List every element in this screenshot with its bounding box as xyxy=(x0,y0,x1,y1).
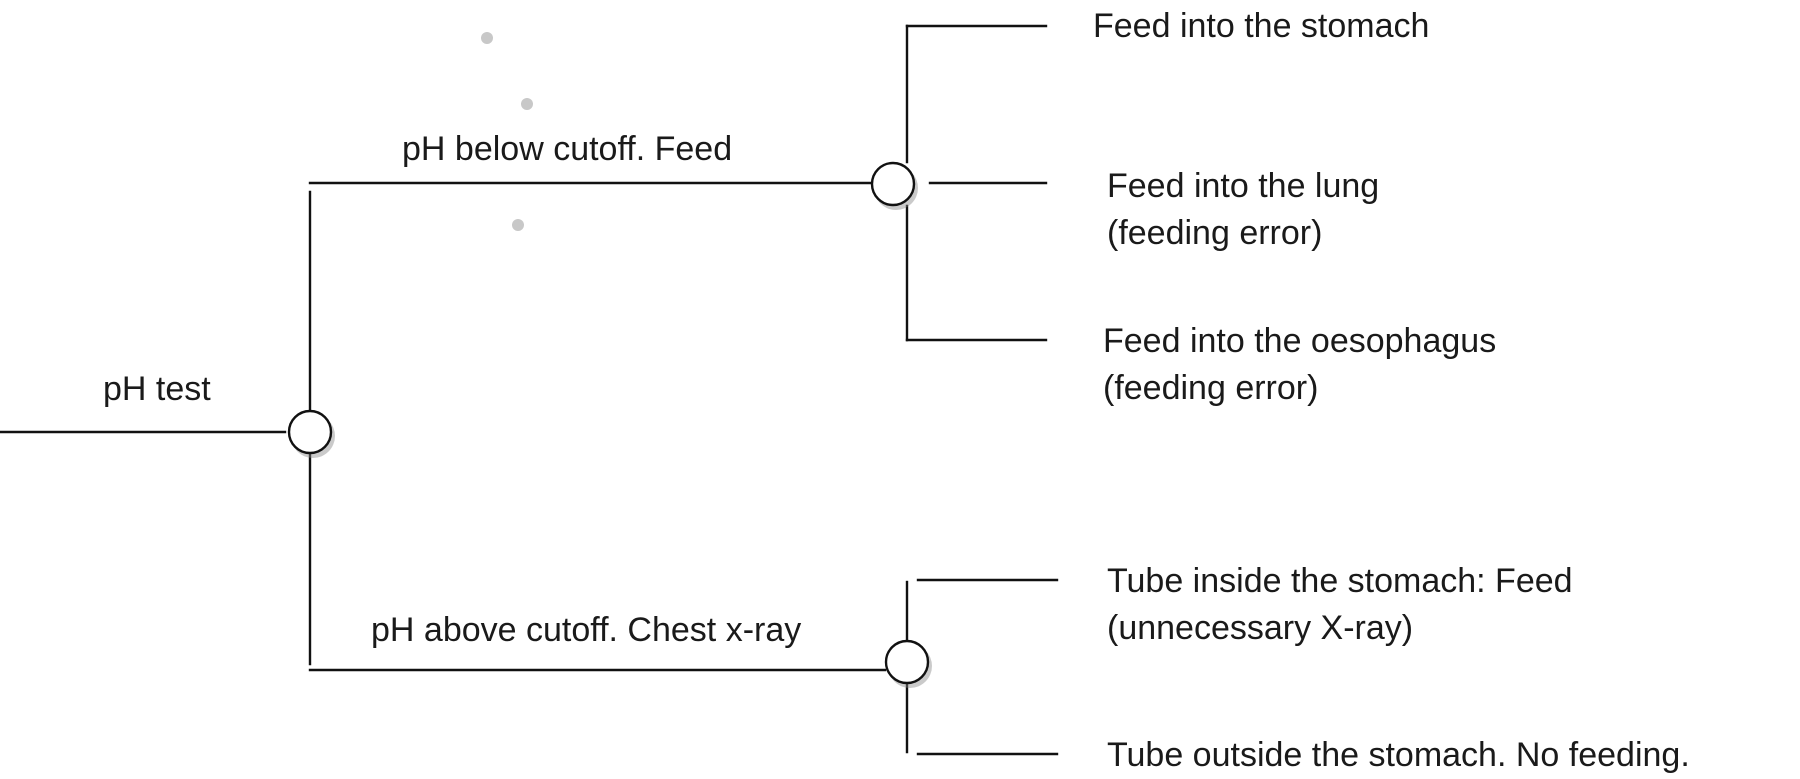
background-speck xyxy=(512,219,524,231)
outcome-stomach-line1: Feed into the stomach xyxy=(1093,7,1430,45)
outcome-stomach: Feed into the stomach xyxy=(1093,3,1429,50)
above-cutoff-text: pH above cutoff. Chest x-ray xyxy=(371,611,802,649)
root-branch-text: pH test xyxy=(103,370,211,408)
background-speck xyxy=(481,32,493,44)
root-branch-label: pH test xyxy=(103,366,211,413)
outcome-oesophagus: Feed into the oesophagus (feeding error) xyxy=(1103,318,1496,412)
outcome-lung: Feed into the lung (feeding error) xyxy=(1107,163,1379,257)
above-cutoff-label: pH above cutoff. Chest x-ray xyxy=(371,607,801,654)
outcome-lung-line2: (feeding error) xyxy=(1107,214,1323,252)
outcome-outside-stomach-line1: Tube outside the stomach. No feeding. xyxy=(1107,736,1690,774)
outcome-inside-stomach: Tube inside the stomach: Feed (unnecessa… xyxy=(1107,558,1573,652)
outcome-lung-line1: Feed into the lung xyxy=(1107,167,1380,205)
root-chance-node xyxy=(287,409,333,455)
outcome-oesophagus-line1: Feed into the oesophagus xyxy=(1103,322,1497,360)
outcome-inside-stomach-line1: Tube inside the stomach: Feed xyxy=(1107,562,1573,600)
background-speck xyxy=(521,98,533,110)
lower-chance-node xyxy=(884,639,930,685)
outcome-oesophagus-line2: (feeding error) xyxy=(1103,369,1319,407)
below-cutoff-text: pH below cutoff. Feed xyxy=(402,130,733,168)
below-cutoff-label: pH below cutoff. Feed xyxy=(402,126,732,173)
upper-chance-node xyxy=(870,161,916,207)
outcome-outside-stomach: Tube outside the stomach. No feeding. xyxy=(1107,732,1690,779)
outcome-inside-stomach-line2: (unnecessary X-ray) xyxy=(1107,609,1414,647)
